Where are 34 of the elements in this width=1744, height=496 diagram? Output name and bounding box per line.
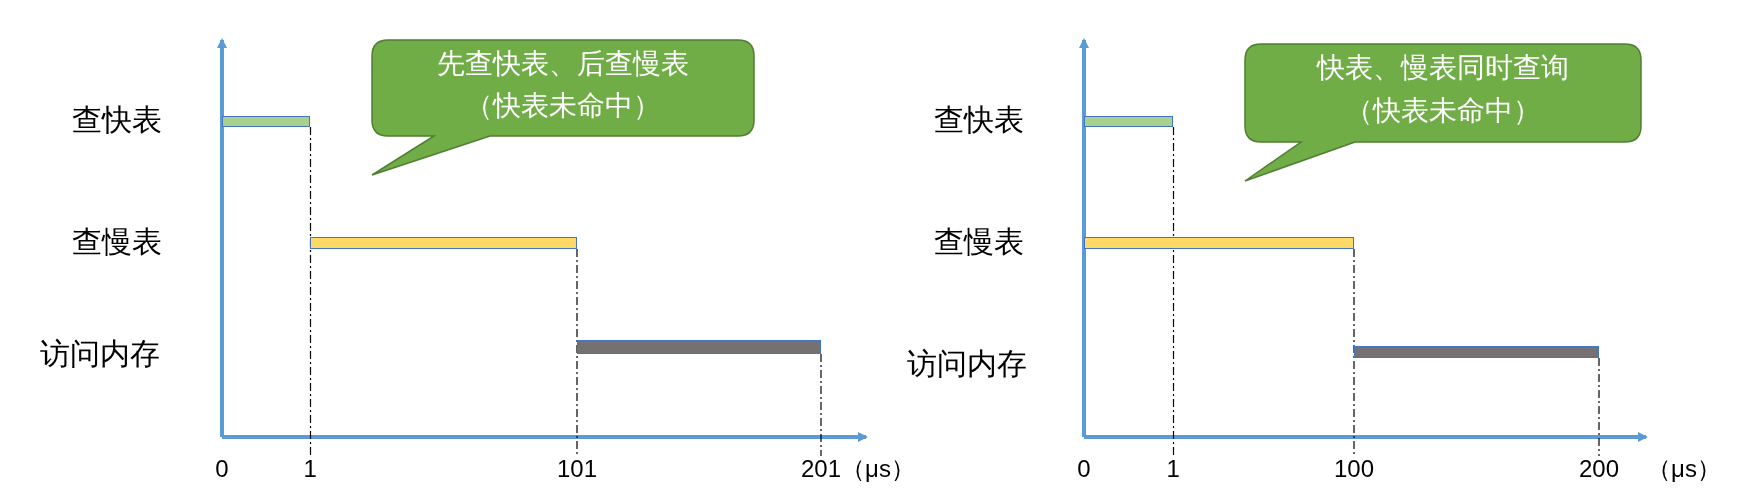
row-label: 查慢表 <box>934 223 1024 260</box>
guide-line <box>1172 126 1175 457</box>
row-label: 查慢表 <box>72 223 162 260</box>
timeline-bar <box>222 116 310 127</box>
timeline-bar <box>310 237 577 249</box>
timeline-bar <box>1354 346 1599 358</box>
callout-heading: 先查快表、后查慢表 <box>437 47 689 81</box>
tick-label: 200 <box>1579 456 1620 482</box>
tick-label: 0 <box>215 455 229 483</box>
row-label: 访问内存 <box>40 335 160 372</box>
speech-callout <box>372 40 754 176</box>
tick-label: 0 <box>1077 455 1091 483</box>
callout-heading: 快表、慢表同时查询 <box>1317 51 1569 85</box>
tick-label: 1 <box>1166 456 1180 482</box>
unit-label: （μs） <box>841 454 915 484</box>
row-label: 访问内存 <box>907 345 1027 382</box>
unit-label: （μs） <box>1647 454 1721 484</box>
row-label: 查快表 <box>934 101 1024 138</box>
tick-label: 201 <box>801 456 842 482</box>
callout-note: （快表未命中） <box>465 89 661 123</box>
guide-line <box>1353 248 1355 457</box>
row-label: 查快表 <box>72 101 162 138</box>
tick-label: 1 <box>303 456 317 482</box>
guide-line <box>1598 357 1600 457</box>
timeline-bar <box>1084 116 1173 127</box>
tick-label: 101 <box>557 456 598 482</box>
guide-line <box>309 126 312 457</box>
guide-line <box>820 353 822 457</box>
callout-note: （快表未命中） <box>1345 94 1541 128</box>
guide-line <box>576 248 578 457</box>
timeline-bar <box>1084 237 1354 249</box>
timeline-bar <box>577 340 821 354</box>
tick-label: 100 <box>1334 456 1375 482</box>
speech-callout <box>1245 44 1641 182</box>
